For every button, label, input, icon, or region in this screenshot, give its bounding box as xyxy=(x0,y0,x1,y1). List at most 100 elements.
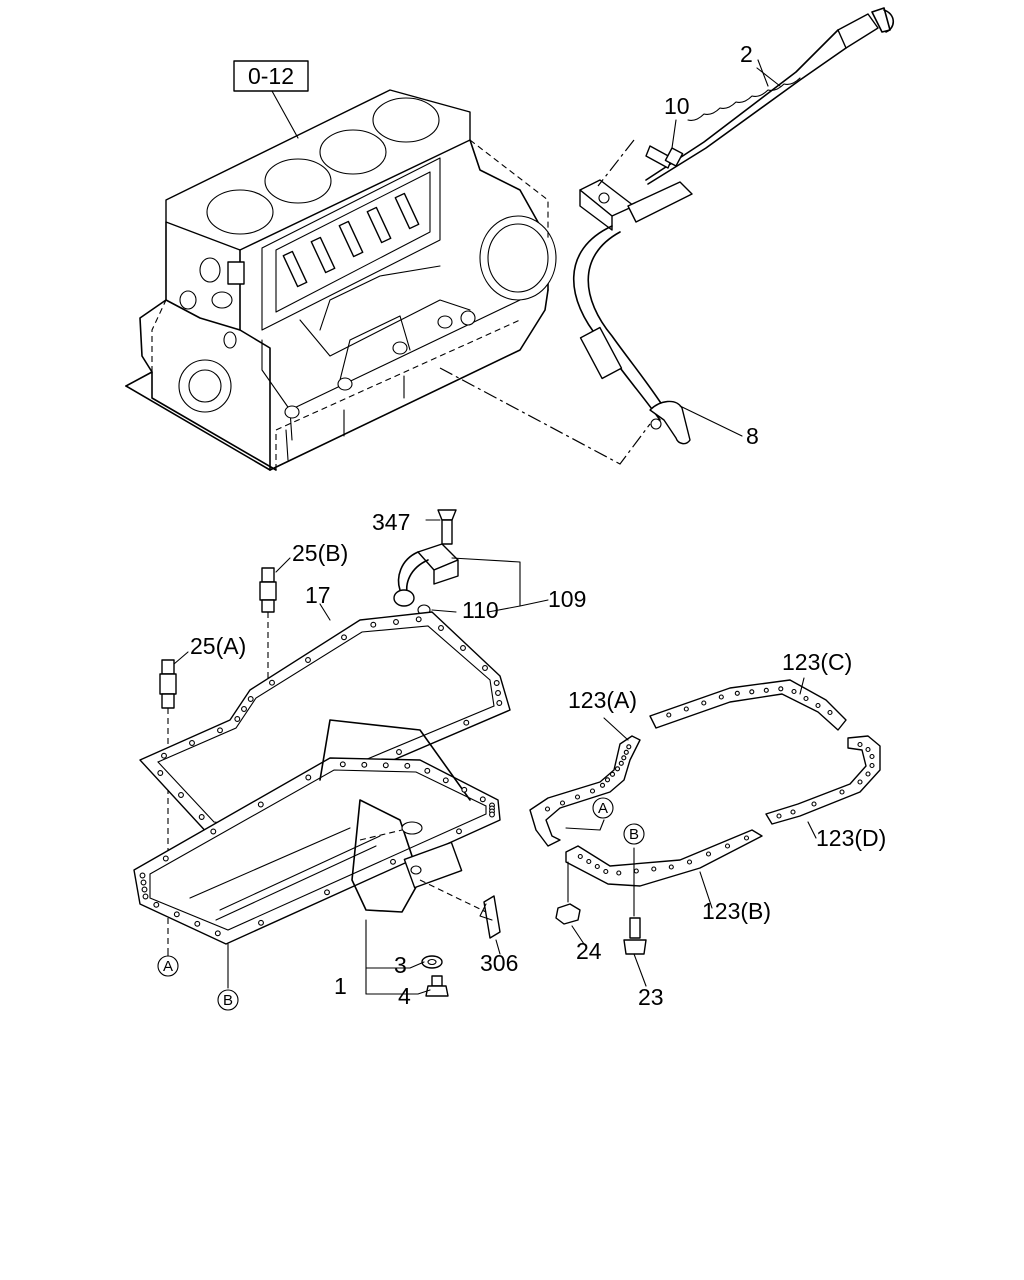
marker-circle xyxy=(157,955,179,977)
bolt-hole xyxy=(479,796,486,803)
bolt-hole xyxy=(489,811,495,818)
bolt-hole xyxy=(493,680,500,686)
bolt-hole xyxy=(686,859,693,865)
bolt-hole xyxy=(544,806,551,812)
stud-25b xyxy=(259,557,291,825)
callout-c-109: 109 xyxy=(548,586,586,612)
bolt-hole xyxy=(683,706,689,712)
callout-c-24: 24 xyxy=(576,938,602,964)
bolt-hole xyxy=(173,911,180,918)
bolt-hole xyxy=(626,744,632,750)
bolt-hole xyxy=(705,851,712,857)
callout-c-306: 306 xyxy=(480,950,518,976)
bolt-hole xyxy=(139,872,146,879)
bolt-hole xyxy=(194,920,201,927)
bolt-hole xyxy=(305,774,312,781)
bolt-hole xyxy=(482,665,488,671)
oil-pan-drawing xyxy=(133,719,501,945)
bolt-hole xyxy=(599,782,606,788)
bolt-hole xyxy=(857,741,863,748)
bolt-hole xyxy=(594,863,600,870)
bolt-hole xyxy=(618,760,624,766)
bolt-hole xyxy=(140,879,147,886)
callout-c-123c: 123(C) xyxy=(782,649,852,675)
bolt-hole xyxy=(157,770,164,776)
marker-circle xyxy=(623,823,645,845)
bolt-hole xyxy=(869,753,875,760)
bolt-hole xyxy=(614,766,621,772)
bolt-hole xyxy=(241,706,247,712)
bolt-hole xyxy=(382,762,389,769)
bolt-hole xyxy=(424,767,431,774)
bolt-hole xyxy=(815,702,821,709)
bolt-hole xyxy=(778,686,784,692)
callout-c-1: 1 xyxy=(334,973,347,999)
bolt-hole xyxy=(463,719,470,726)
bolt-hole xyxy=(456,828,462,835)
bolt-hole xyxy=(495,690,501,696)
callout-c-2: 2 xyxy=(740,41,753,67)
bolt-hole xyxy=(865,746,871,753)
callout-labels: 210834725(B)1091101725(A)123(C)123(A)123… xyxy=(190,41,886,1010)
guide-tube-drawing xyxy=(439,139,693,465)
callout-c-25a: 25(A) xyxy=(190,633,246,659)
bolt-hole xyxy=(339,761,346,768)
bolt-hole xyxy=(142,893,149,900)
bolt-hole xyxy=(393,619,399,625)
bolt-hole xyxy=(749,689,755,695)
bolt-hole xyxy=(839,789,845,795)
gasket-123c xyxy=(649,679,847,731)
bolt-hole xyxy=(438,625,444,631)
bolt-hole xyxy=(214,930,221,937)
bolt-hole xyxy=(361,761,368,768)
bolt-hole xyxy=(198,814,205,820)
reference-box-label: 0-12 xyxy=(248,63,294,89)
callout-c-10: 10 xyxy=(664,93,690,119)
bolt-hole xyxy=(865,771,871,777)
bolt-hole xyxy=(559,800,566,806)
marker-letter: B xyxy=(223,992,233,1009)
bolt-hole xyxy=(496,700,503,706)
gasket-123b xyxy=(565,829,763,887)
bolt-hole xyxy=(763,687,769,693)
bolt-hole xyxy=(210,828,217,835)
engine-block-drawing xyxy=(125,89,557,471)
marker-letter: A xyxy=(163,958,173,975)
bolt-10 xyxy=(645,145,684,169)
bolt-hole xyxy=(442,777,449,784)
bolt-hole xyxy=(776,813,782,819)
callout-c-110: 110 xyxy=(462,597,499,623)
marker-circle xyxy=(592,797,614,819)
nut-24 xyxy=(555,903,581,925)
bolt-hole xyxy=(460,645,466,651)
marker-m-a-left: A xyxy=(157,955,179,977)
marker-m-a-right: A xyxy=(592,797,614,819)
callout-c-8: 8 xyxy=(746,423,759,449)
callout-c-123b: 123(B) xyxy=(702,898,771,924)
bolt-hole xyxy=(234,716,241,722)
bolt-hole xyxy=(603,868,609,875)
marker-letter: B xyxy=(629,826,639,843)
callout-c-23: 23 xyxy=(638,984,664,1010)
bolt-hole xyxy=(724,843,731,849)
bolt-hole xyxy=(827,709,833,716)
bolt-hole xyxy=(390,858,396,865)
callout-c-347: 347 xyxy=(372,509,410,535)
callout-c-4: 4 xyxy=(398,983,411,1009)
callout-c-25b: 25(B) xyxy=(292,540,348,566)
bolt-hole xyxy=(609,771,616,777)
bolt-hole xyxy=(623,749,629,755)
bolt-hole xyxy=(743,835,750,841)
bolt-hole xyxy=(247,696,254,702)
bolt-hole xyxy=(178,792,184,798)
bolt-hole xyxy=(651,866,657,872)
bolt-hole xyxy=(341,634,347,641)
bolt-hole xyxy=(189,740,195,746)
pan-stiffener-17 xyxy=(139,603,511,841)
callout-c-123a: 123(A) xyxy=(568,687,637,713)
bolt-hole xyxy=(161,752,167,759)
gasket-123d xyxy=(765,735,881,825)
gasket-123a xyxy=(529,735,641,847)
